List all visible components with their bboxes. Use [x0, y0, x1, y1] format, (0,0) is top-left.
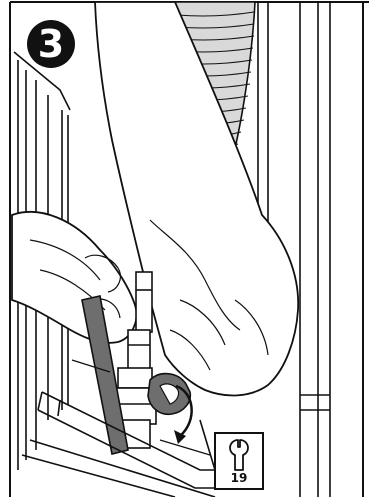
- step-number-badge: 3: [27, 20, 75, 68]
- wrench-size-label: 19: [216, 471, 262, 485]
- left-hand-glove: [12, 212, 136, 343]
- turning-wrench: [148, 374, 190, 415]
- tool-size-callout: 19: [214, 432, 264, 490]
- wrench-icon: [216, 436, 262, 474]
